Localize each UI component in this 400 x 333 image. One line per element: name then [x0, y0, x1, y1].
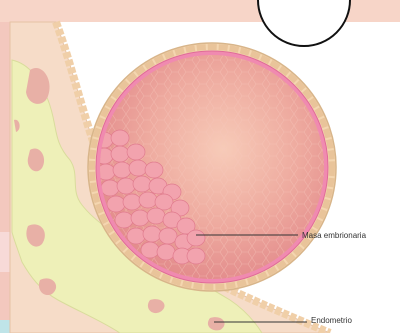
- embryo-cell: [159, 228, 177, 244]
- embryo-cell: [107, 196, 125, 212]
- embryo-cell: [147, 208, 165, 224]
- embryo-cell: [123, 194, 141, 210]
- circle-outline-icon: [258, 0, 350, 46]
- embryo-cell: [143, 226, 161, 242]
- embryo-cell: [187, 230, 205, 246]
- embryo-cell: [117, 178, 135, 194]
- embryo-cell: [111, 146, 129, 162]
- embryo-cell: [145, 162, 163, 178]
- embryo-cell: [127, 144, 145, 160]
- embryo-cell: [141, 242, 159, 258]
- embryo-cell: [155, 194, 173, 210]
- embryo-cell: [133, 176, 151, 192]
- endometrium-label: Endometrio: [311, 316, 352, 325]
- embryo-cell: [129, 160, 147, 176]
- embryo-cell: [115, 212, 133, 228]
- embryonic-mass-label: Masa embrionaria: [302, 231, 366, 240]
- embryo-cell: [139, 192, 157, 208]
- left-side-band: [0, 22, 10, 333]
- embryo-cell: [157, 244, 175, 260]
- embryo-cell: [113, 162, 131, 178]
- embryo-cell: [187, 248, 205, 264]
- embryo-cell: [131, 210, 149, 226]
- embryo-cell: [127, 228, 145, 244]
- embryo-cell: [101, 180, 119, 196]
- embryo-cell: [111, 130, 129, 146]
